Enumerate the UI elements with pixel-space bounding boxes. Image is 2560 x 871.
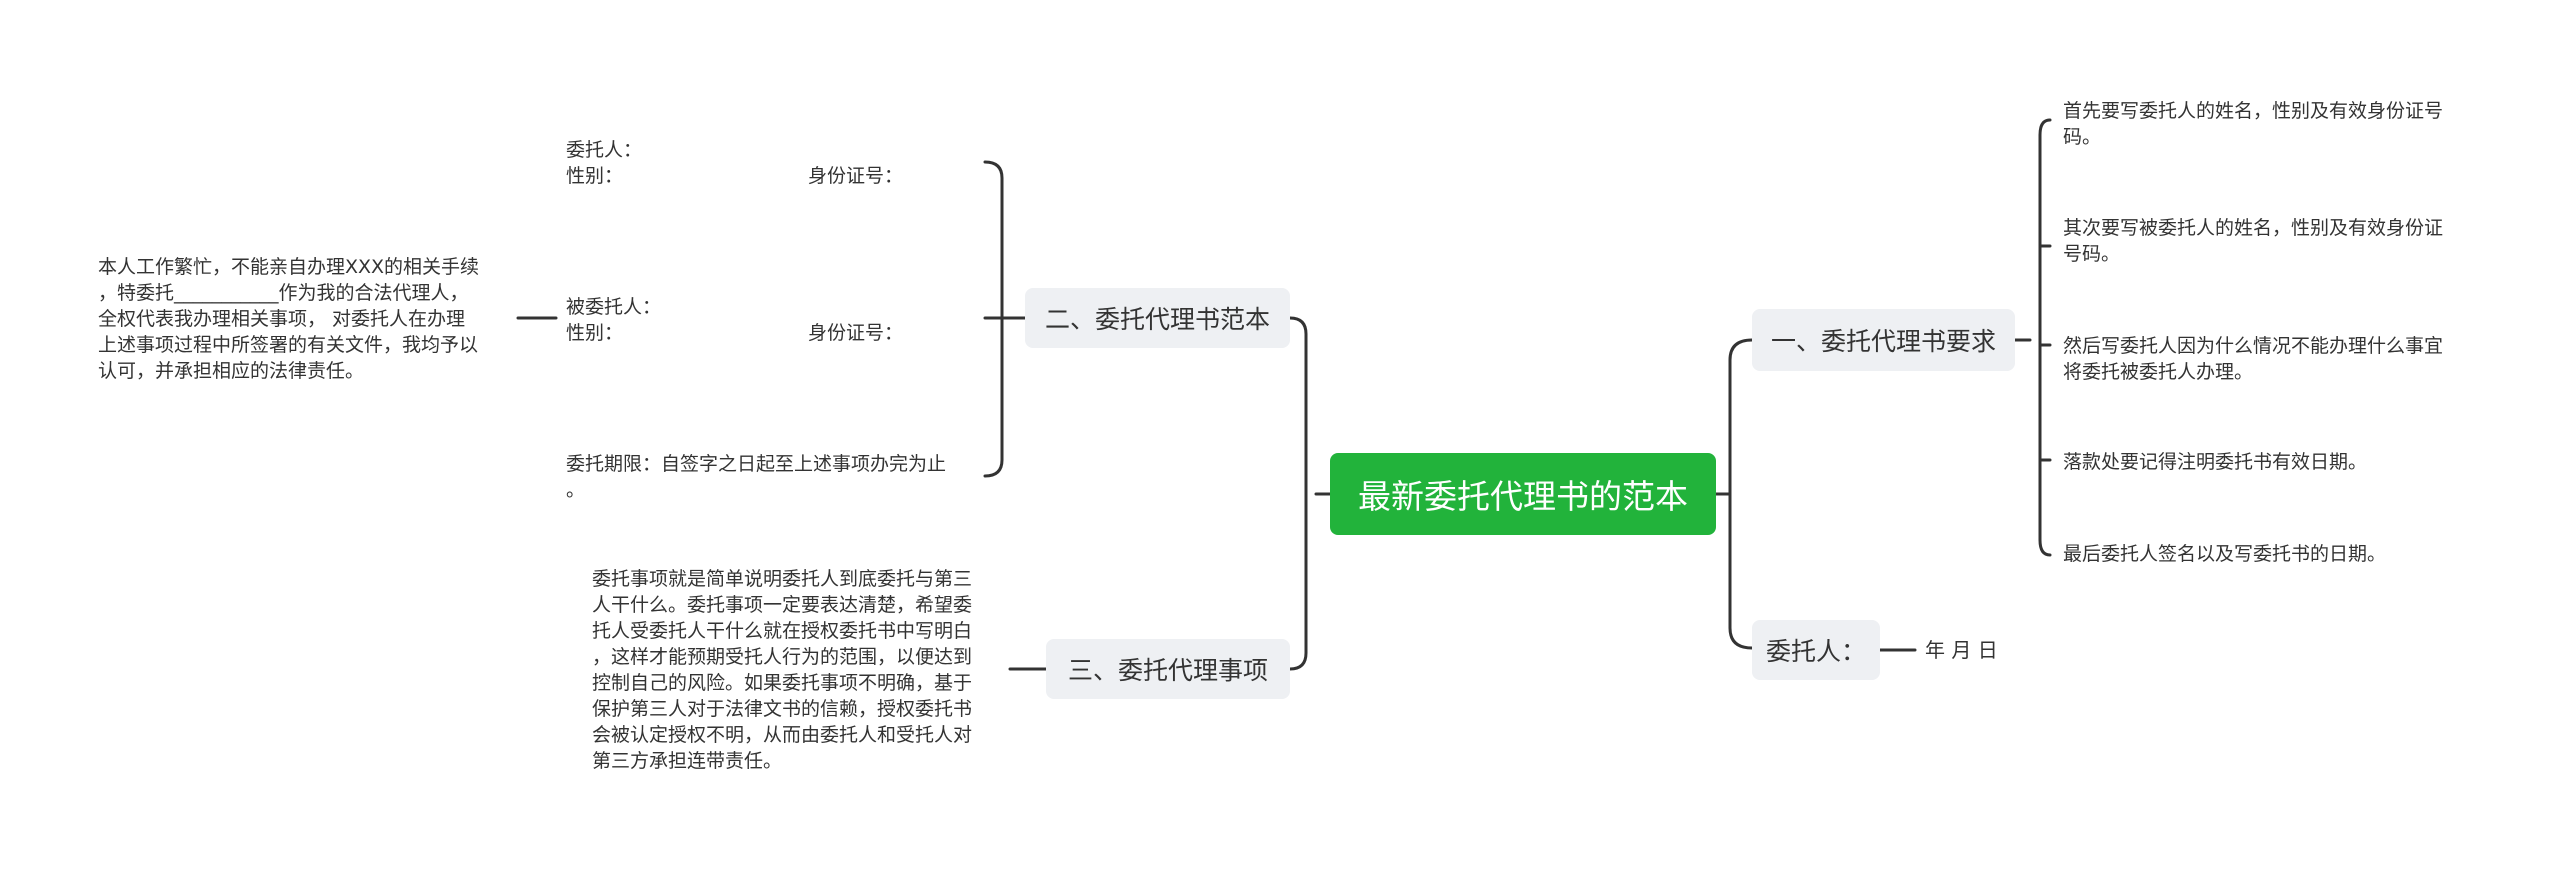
connector-branch1-bracket (2038, 118, 2052, 557)
requirement-item-5: 最后委托人签名以及写委托书的日期。 (2063, 543, 2387, 565)
template-statement: 本人工作繁忙，不能亲自办理XXX的相关手续 ，特委托___________作为我… (98, 256, 480, 382)
template-agent-id: 身份证号： (808, 322, 904, 344)
topic-template[interactable]: 二、委托代理书范本 (1025, 288, 1290, 348)
matters-description: 委托事项就是简单说明委托人到底委托与第三 人干什么。委托事项一定要表达清楚，希望… (592, 568, 973, 772)
requirement-item-4: 落款处要记得注明委托书有效日期。 (2063, 451, 2368, 473)
connector-left-bracket (1288, 316, 1308, 671)
template-term: 委托期限：自签字之日起至上述事项办完为止 。 (566, 453, 947, 501)
connector-right-bracket (1728, 338, 1754, 650)
template-principal-info: 委托人： 性别： (566, 139, 643, 187)
template-principal-id: 身份证号： (808, 165, 904, 187)
template-agent-info: 被委托人： 性别： (566, 296, 662, 344)
date-line: 年 月 日 (1925, 638, 1998, 662)
topic-principal[interactable]: 委托人： (1752, 620, 1880, 680)
central-topic[interactable]: 最新委托代理书的范本 (1330, 453, 1716, 535)
requirement-item-1: 首先要写委托人的姓名，性别及有效身份证号 码。 (2063, 100, 2444, 148)
topic-matters[interactable]: 三、委托代理事项 (1046, 639, 1290, 699)
requirement-item-2: 其次要写被委托人的姓名，性别及有效身份证 号码。 (2063, 217, 2444, 265)
requirement-item-3: 然后写委托人因为什么情况不能办理什么事宜 将委托被委托人办理。 (2063, 335, 2444, 383)
topic-requirements[interactable]: 一、委托代理书要求 (1752, 309, 2015, 371)
